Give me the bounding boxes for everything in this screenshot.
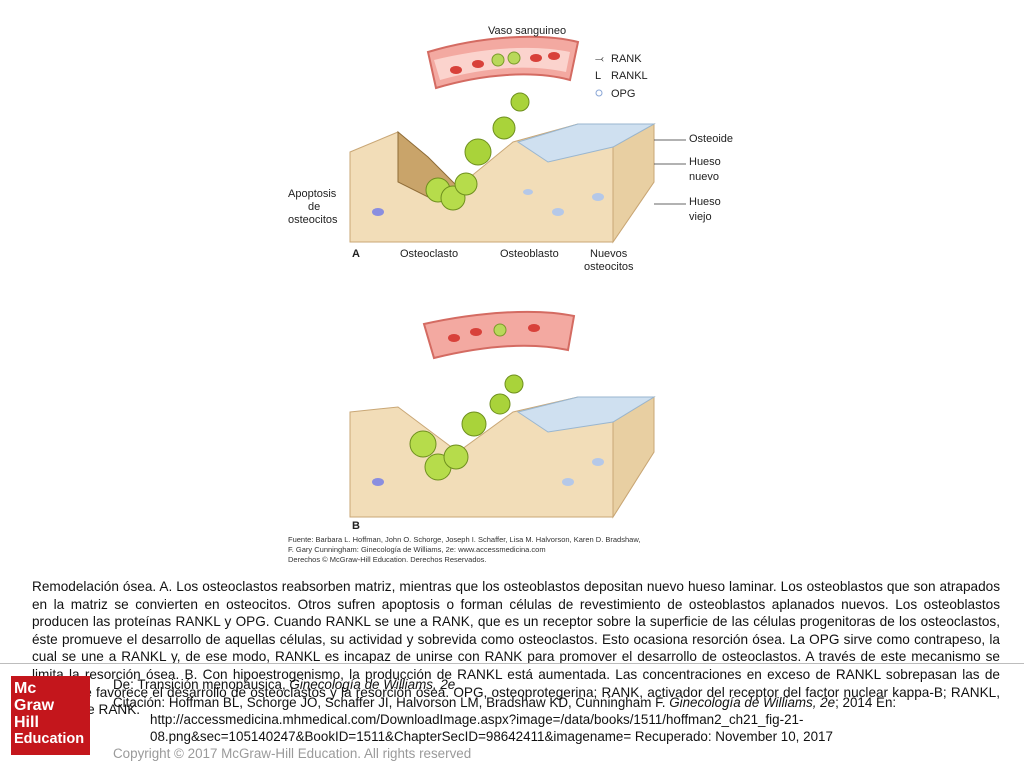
- label-apoptosis-3: osteocitos: [288, 214, 338, 226]
- citation-book: Ginecología de Williams, 2e: [669, 695, 836, 710]
- citation-url-line-2[interactable]: 08.png&sec=105140247&BookID=1511&Chapter…: [150, 729, 833, 744]
- panel-b: B: [349, 310, 656, 532]
- label-old-bone-1: Hueso: [689, 196, 721, 208]
- label-osteoblast: Osteoblasto: [500, 248, 559, 260]
- legend-opg: OPG: [611, 88, 635, 100]
- figure-caption: Remodelación ósea. A. Los osteoclastos r…: [32, 579, 1000, 718]
- panel-a: ⤙ RANK L RANKL OPG Vaso sanguineo Osteoi…: [288, 25, 733, 273]
- citation-prefix: Citación: Hoffman BL, Schorge JO, Schaff…: [113, 695, 670, 710]
- citation-from: De: Transición menopáusica, Ginecología …: [113, 676, 455, 693]
- logo-line-3: Hill: [14, 714, 39, 731]
- citation-suffix: ; 2014 En:: [835, 695, 897, 710]
- logo-line-1: Mc: [14, 680, 37, 697]
- label-new-osteocytes-1: Nuevos: [590, 248, 628, 260]
- label-new-bone-1: Hueso: [689, 156, 721, 168]
- divider: [0, 663, 1024, 664]
- label-apoptosis-1: Apoptosis: [288, 188, 337, 200]
- panel-a-letter: A: [352, 248, 360, 260]
- legend-rankl: RANKL: [611, 70, 648, 82]
- legend-rank: RANK: [611, 53, 642, 65]
- legend-opg-symbol: [595, 89, 603, 97]
- panel-b-letter: B: [352, 520, 360, 532]
- label-new-bone-2: nuevo: [689, 171, 719, 183]
- citation-from-label: De: Transición menopáusica,: [113, 677, 290, 692]
- label-new-osteocytes-2: osteocitos: [584, 261, 634, 273]
- citation-line: Citación: Hoffman BL, Schorge JO, Schaff…: [113, 694, 993, 711]
- legend-rank-symbol: ⤙: [595, 53, 604, 65]
- figure-source-line-1: Fuente: Barbara L. Hoffman, John O. Scho…: [288, 535, 640, 544]
- legend-rankl-symbol: L: [595, 70, 601, 82]
- citation-url-line-1[interactable]: http://accessmedicina.mhmedical.com/Down…: [150, 712, 804, 727]
- figure-source-line-2: F. Gary Cunningham: Ginecología de Willi…: [288, 545, 546, 554]
- label-apoptosis-2: de: [308, 201, 320, 213]
- logo-line-4: Education: [14, 731, 85, 747]
- citation-from-book: Ginecología de Williams, 2e: [289, 677, 456, 692]
- label-osteoid: Osteoide: [689, 133, 733, 145]
- copyright-notice: Copyright © 2017 McGraw-Hill Education. …: [113, 746, 472, 761]
- mcgraw-hill-logo: Mc Graw Hill Education: [11, 676, 90, 755]
- label-vessel: Vaso sanguineo: [488, 25, 566, 37]
- figure-source-line-3: Derechos © McGraw-Hill Education. Derech…: [288, 555, 487, 564]
- bone-remodeling-figure: ⤙ RANK L RANKL OPG Vaso sanguineo Osteoi…: [288, 25, 733, 564]
- label-old-bone-2: viejo: [689, 211, 712, 223]
- label-osteoclast: Osteoclasto: [400, 248, 458, 260]
- citation-block: Citación: Hoffman BL, Schorge JO, Schaff…: [113, 694, 993, 745]
- legend: ⤙ RANK L RANKL OPG: [595, 53, 648, 100]
- logo-line-2: Graw: [14, 697, 55, 714]
